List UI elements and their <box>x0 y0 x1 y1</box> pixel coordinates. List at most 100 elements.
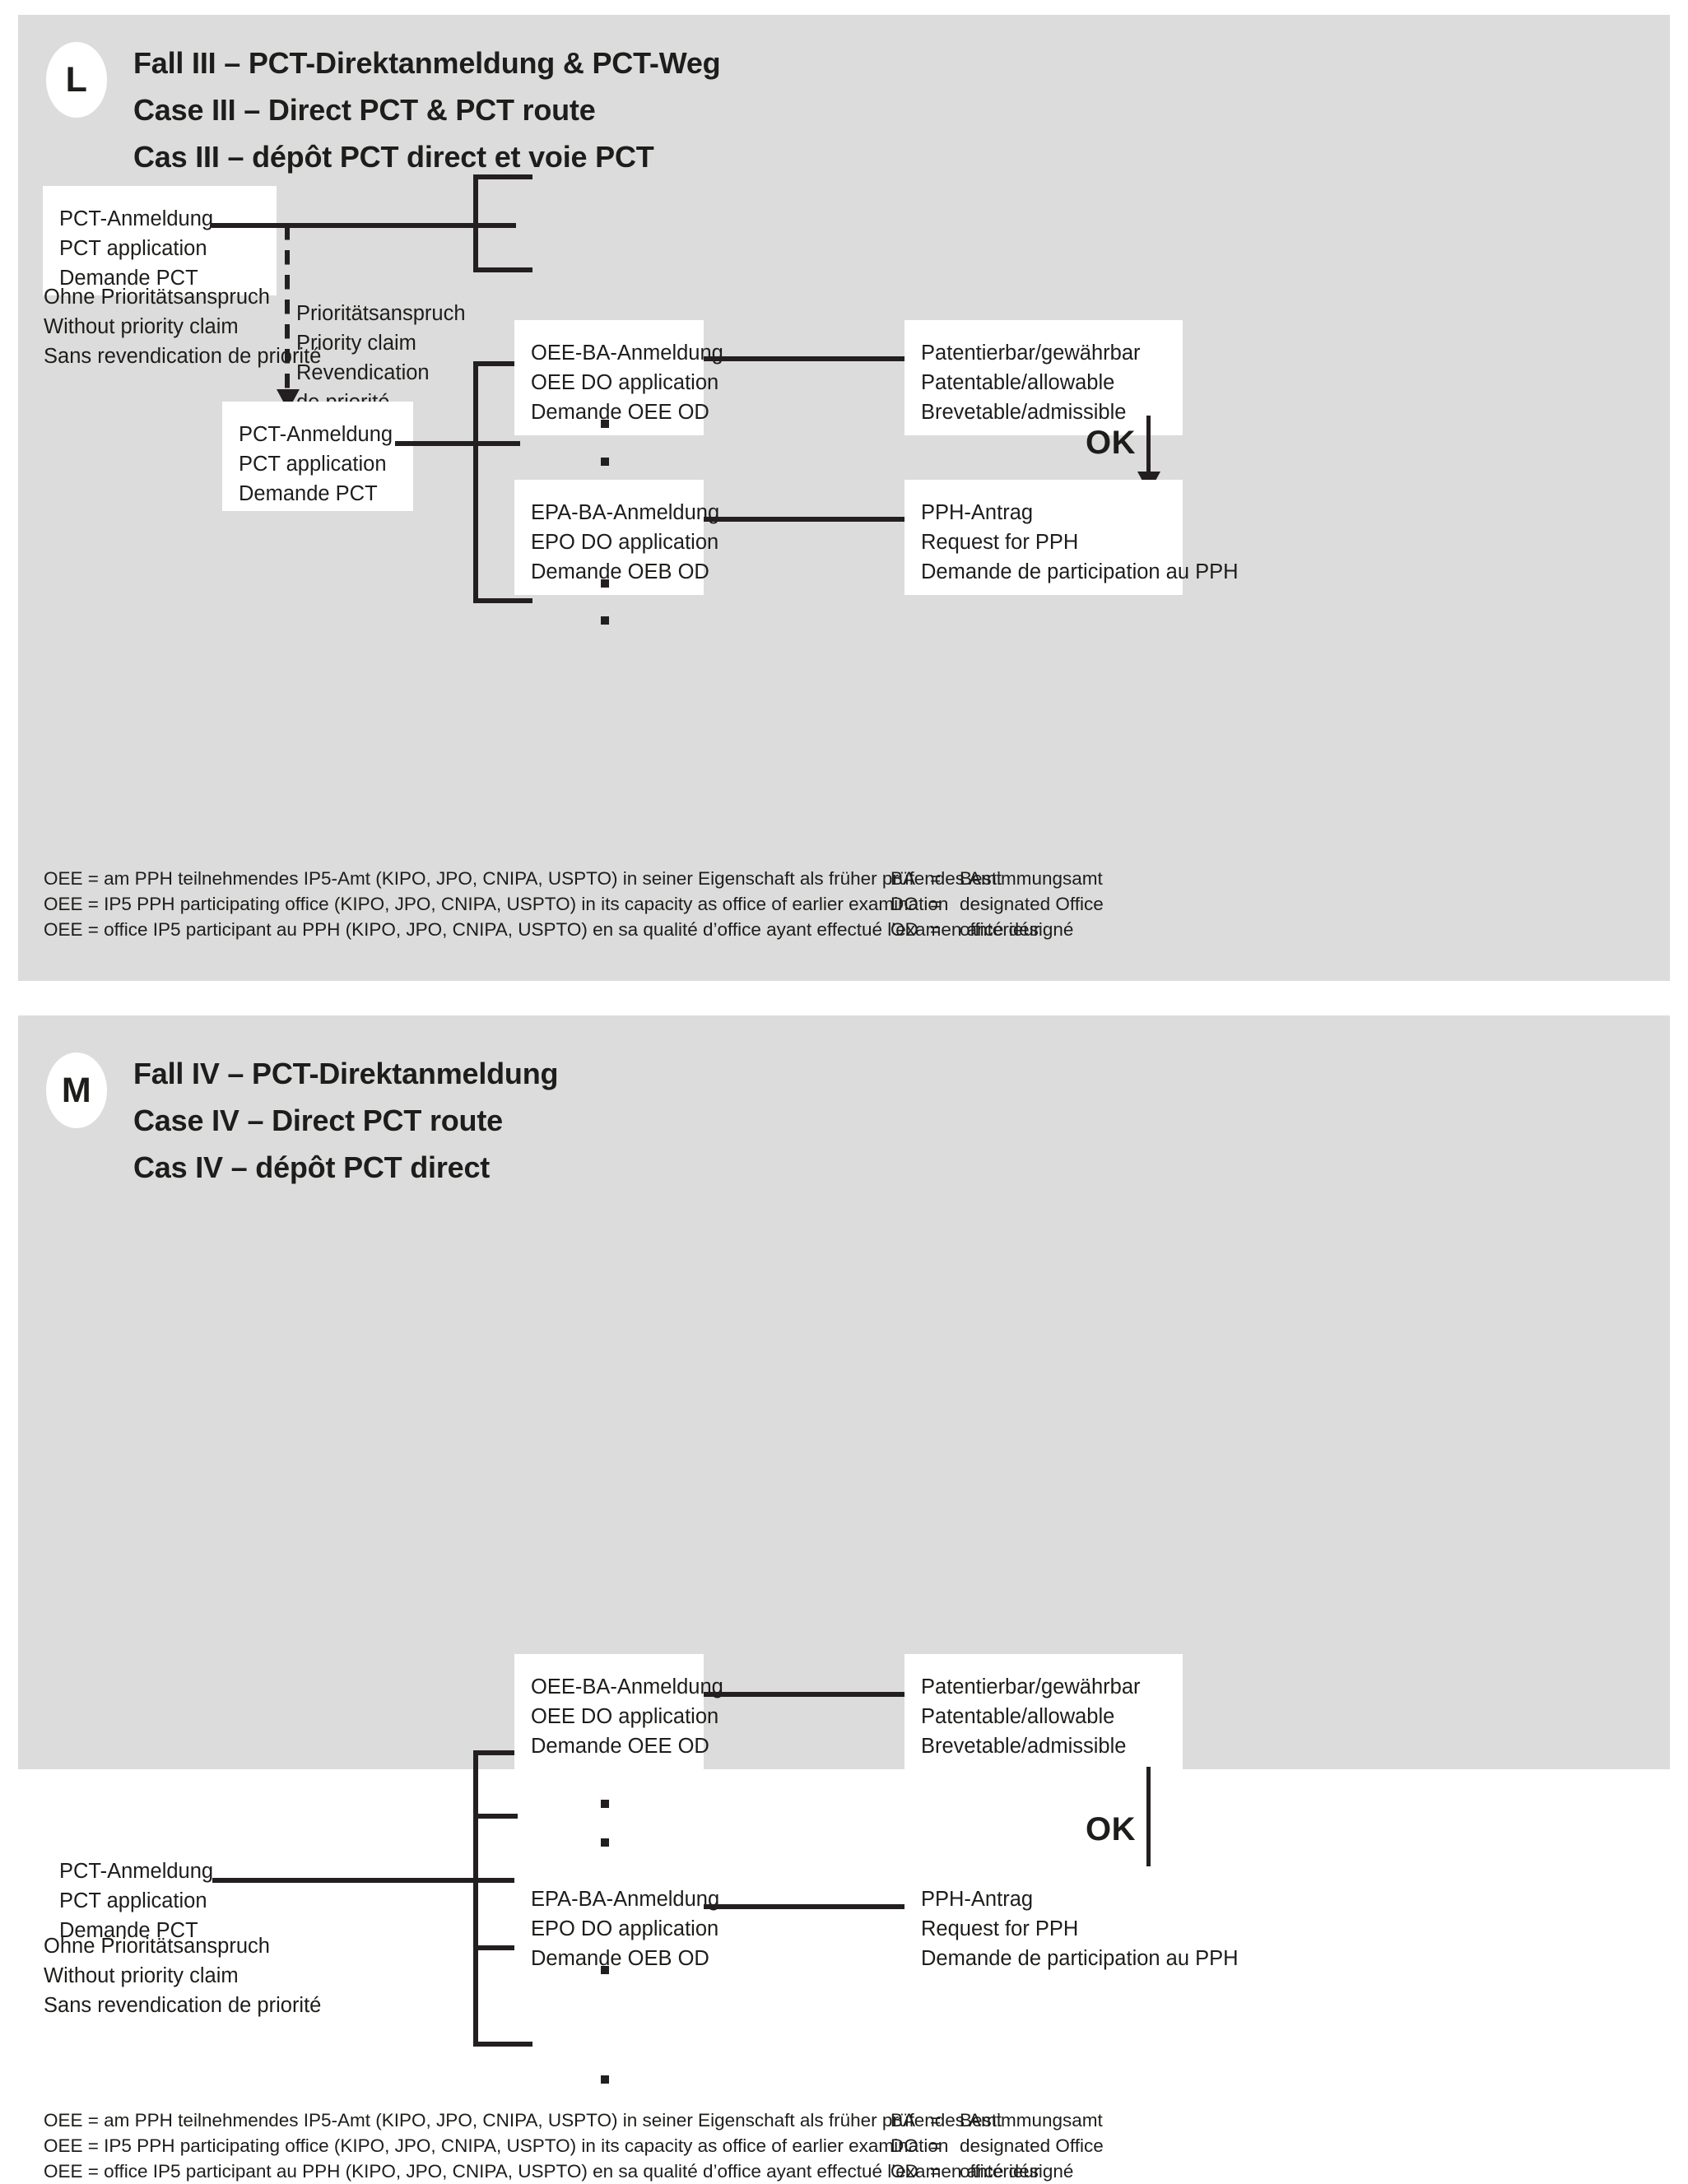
abbr-value: Bestimmungsamt <box>960 868 1103 889</box>
ellipsis-dot <box>601 579 609 588</box>
box-epo-do-application: EPA-BA-Anmeldung EPO DO application Dema… <box>514 480 720 595</box>
abbr-row: BA=Bestimmungsamt <box>891 2107 1104 2133</box>
box-line-en: Request for PPH <box>921 531 1079 554</box>
panel-2-titles: Fall IV – PCT-Direktanmeldung Case IV – … <box>133 1050 559 1191</box>
abbr-row: OD=office désigné <box>891 917 1104 942</box>
connector-epa-to-pph <box>704 1904 908 1909</box>
box-line-de: PCT-Anmeldung <box>59 207 214 230</box>
abbr-row: DO=designated Office <box>891 2133 1104 2158</box>
connector-pct-middle-horizontal <box>395 441 520 446</box>
box-line-en: Patentable/allowable <box>921 1705 1115 1728</box>
abbr-equals: = <box>930 2161 942 2182</box>
box-pct-application-top: PCT-Anmeldung PCT application Demande PC… <box>43 186 277 295</box>
box-line-en: OEE DO application <box>531 1705 719 1728</box>
box-line-fr: Demande OEE OD <box>531 401 709 424</box>
ellipsis-dot <box>601 1800 609 1808</box>
abbr-key: OD <box>891 2161 918 2182</box>
bracket-top-arm-upper <box>473 174 532 179</box>
box-line-de: OEE-BA-Anmeldung <box>531 1675 723 1698</box>
caption-line-en: Without priority claim <box>44 1964 239 1987</box>
caption-line-fr: Sans revendication de priorité <box>44 345 322 368</box>
abbr-row: OD = office désigné <box>891 2158 1104 2184</box>
bracket-top-arm-lower <box>473 267 532 272</box>
ellipsis-dot <box>601 2075 609 2084</box>
diagram-page: L Fall III – PCT-Direktanmeldung & PCT-W… <box>18 15 1670 2182</box>
box-line-fr: Demande OEB OD <box>531 560 709 583</box>
ellipsis-dot <box>601 616 609 625</box>
box-patentable-allowable: Patentierbar/gewährbar Patentable/allowa… <box>904 1654 1183 1769</box>
box-line-de: EPA-BA-Anmeldung <box>531 501 720 524</box>
abbr-equals: = <box>930 894 942 914</box>
footnote-oee-fr: OEE = office IP5 participant au PPH (KIP… <box>44 919 1040 940</box>
panel-2-title-de: Fall IV – PCT-Direktanmeldung <box>133 1057 559 1090</box>
panel-1-title-fr: Cas III – dépôt PCT direct et voie PCT <box>133 140 654 174</box>
box-request-for-pph: PPH-Antrag Request for PPH Demande de pa… <box>904 480 1239 595</box>
caption-line-de: Ohne Prioritätsanspruch <box>44 286 270 309</box>
box-line-de: PCT-Anmeldung <box>59 1860 214 1883</box>
connector-pct-top-horizontal <box>212 223 516 228</box>
box-line-en: EPO DO application <box>531 1917 719 1940</box>
arrow-ok-shaft <box>1146 416 1151 480</box>
bracket-main-arm-lower <box>473 598 532 603</box>
caption-line-fr-1: Revendication <box>296 361 430 384</box>
box-epo-do-application: EPA-BA-Anmeldung EPO DO application Dema… <box>514 1866 720 1982</box>
caption-line-de: Prioritätsanspruch <box>296 302 466 325</box>
box-line-de: PPH-Antrag <box>921 1888 1034 1911</box>
abbr-value: Bestimmungsamt <box>960 2110 1103 2131</box>
box-line-fr: Demande OEE OD <box>531 1735 709 1758</box>
caption-line-fr: Sans revendication de priorité <box>44 1994 322 2017</box>
abbr-value: designated Office <box>960 894 1104 914</box>
box-line-en: PCT application <box>59 237 207 260</box>
box-oee-do-application: OEE-BA-Anmeldung OEE DO application Dema… <box>514 1654 723 1769</box>
box-pct-application-middle: PCT-Anmeldung PCT application Demande PC… <box>222 402 413 511</box>
panel-1-title-de: Fall III – PCT-Direktanmeldung & PCT-Weg <box>133 46 721 80</box>
ellipsis-dot <box>601 420 609 428</box>
box-line-fr: Brevetable/admissible <box>921 401 1127 424</box>
box-oee-do-application: OEE-BA-Anmeldung OEE DO application Dema… <box>514 320 723 435</box>
abbr-value: office désigné <box>960 2161 1074 2182</box>
panel-badge-m: M <box>46 1053 107 1128</box>
box-line-de: PPH-Antrag <box>921 501 1034 524</box>
panel-case-3: L Fall III – PCT-Direktanmeldung & PCT-W… <box>18 15 1670 981</box>
panel-case-4: M Fall IV – PCT-Direktanmeldung Case IV … <box>18 1015 1670 2182</box>
ok-label: OK <box>1086 425 1136 461</box>
footnote-abbr-block: BA=Bestimmungsamt DO=designated Office O… <box>891 866 1104 942</box>
panel-2-title-fr: Cas IV – dépôt PCT direct <box>133 1150 491 1184</box>
abbr-key: DO <box>891 2135 918 2156</box>
box-line-de: OEE-BA-Anmeldung <box>531 342 723 365</box>
ellipsis-dot <box>601 1966 609 1974</box>
box-patentable-allowable: Patentierbar/gewährbar Patentable/allowa… <box>904 320 1183 435</box>
panel-badge-l: L <box>46 42 107 118</box>
box-line-en: PCT application <box>59 1889 207 1912</box>
connector-oee-to-patentable <box>704 356 908 361</box>
bracket-main-vertical <box>473 361 478 603</box>
caption-priority-claim: Prioritätsanspruch Priority claim Revend… <box>296 299 466 417</box>
box-line-fr: Demande OEB OD <box>531 1947 709 1970</box>
box-line-en: PCT application <box>239 453 387 476</box>
bracket-top-vertical <box>473 174 478 272</box>
abbr-value: office désigné <box>960 919 1074 940</box>
connector-epa-to-pph <box>704 517 908 522</box>
abbr-equals: = <box>930 2135 942 2156</box>
box-line-fr: Demande PCT <box>59 267 198 290</box>
connector-oee-to-patentable <box>704 1692 908 1697</box>
abbr-key: DO <box>891 894 918 914</box>
box-line-fr: Demande de participation au PPH <box>921 1947 1239 1970</box>
caption-line-en: Priority claim <box>296 332 416 355</box>
box-line-de: PCT-Anmeldung <box>239 423 393 446</box>
box-line-fr: Brevetable/admissible <box>921 1735 1127 1758</box>
abbr-row: BA=Bestimmungsamt <box>891 866 1104 891</box>
box-line-fr: Demande PCT <box>239 482 378 505</box>
abbr-equals: = <box>930 919 942 940</box>
ellipsis-dot <box>601 458 609 466</box>
box-line-en: OEE DO application <box>531 371 719 394</box>
abbr-key: BA <box>891 868 916 889</box>
footnote-oee-de: OEE = am PPH teilnehmendes IP5-Amt (KIPO… <box>44 868 1002 889</box>
box-line-de: Patentierbar/gewährbar <box>921 342 1141 365</box>
bracket-main-arm-upper <box>473 1750 532 1755</box>
box-line-de: EPA-BA-Anmeldung <box>531 1888 720 1911</box>
bracket-main-vertical <box>473 1750 478 2047</box>
box-line-de: Patentierbar/gewährbar <box>921 1675 1141 1698</box>
footnote-abbr-block: BA=Bestimmungsamt DO=designated Office O… <box>891 2107 1104 2184</box>
box-line-fr: Demande de participation au PPH <box>921 560 1239 583</box>
